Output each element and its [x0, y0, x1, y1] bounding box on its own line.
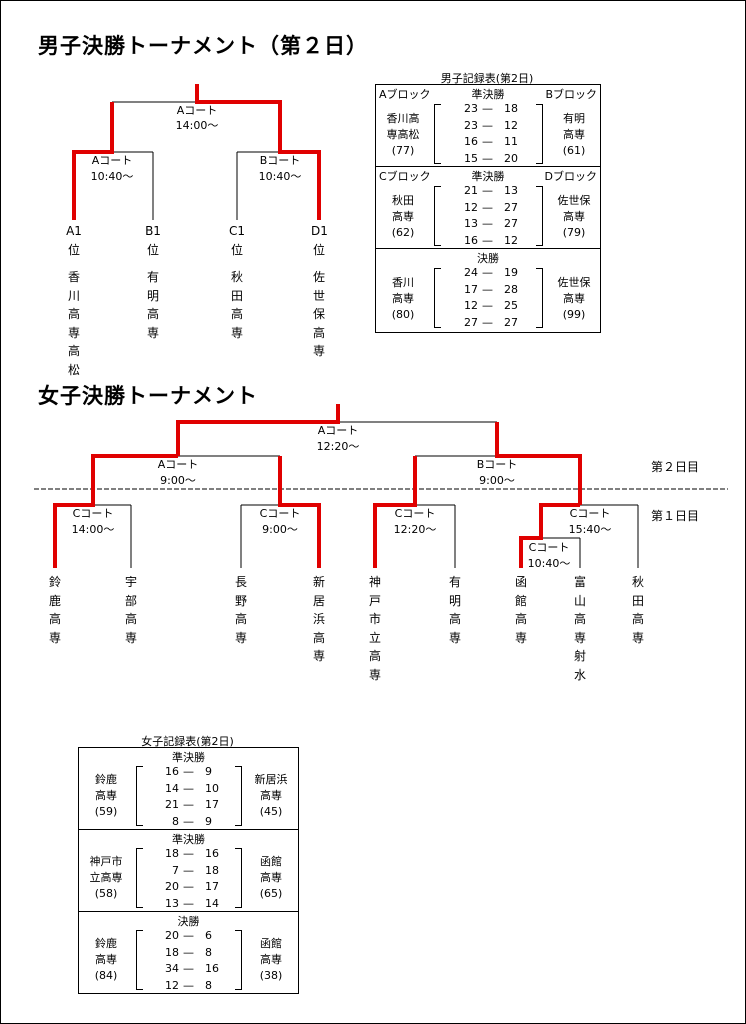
men-record-caption: 男子記録表(第2日)	[440, 72, 534, 85]
women-team: 神戸市立高専	[368, 575, 381, 682]
women-final-court: Aコート	[317, 424, 359, 437]
period-scores: 23—18 23—12 16—11 15—20	[464, 102, 518, 165]
women-record-section: 準決勝 鈴鹿高専(59) 16—9 14—10 21—17 8—9 新居浜高専(…	[79, 748, 298, 830]
block-label: Cブロック	[379, 170, 431, 183]
women-team: 富山高専射水	[573, 575, 586, 682]
women-bracket-red	[53, 404, 582, 568]
period-scores: 18—16 7—18 20—17 13—14	[165, 847, 219, 910]
women-qf2-time: 9:00〜	[262, 523, 298, 536]
women-qf1-time: 14:00〜	[71, 523, 115, 536]
men-team-c: 秋田高専	[230, 270, 243, 340]
block-label: Aブロック	[379, 88, 431, 101]
right-team: 函館高専(65)	[259, 855, 283, 900]
period-scores: 16—9 14—10 21—17 8—9	[165, 765, 219, 828]
stage-label: 準決勝	[172, 751, 205, 764]
right-team: 函館高専(38)	[259, 937, 283, 982]
women-team: 有明高専	[448, 575, 461, 645]
bracket-right	[536, 186, 543, 246]
men-semi-left-court: Aコート	[91, 154, 133, 167]
women-record-section: 決勝 鈴鹿高専(84) 20—6 18—8 34—16 12—8 函館高専(38…	[79, 912, 298, 993]
women-semi-left-time: 9:00〜	[160, 474, 196, 487]
women-qf4-court: Cコート	[569, 507, 611, 520]
bracket-left	[136, 766, 143, 826]
women-semi-right-time: 9:00〜	[479, 474, 515, 487]
period-scores: 20—6 18—8 34—16 12—8	[165, 929, 219, 992]
women-qf4-time: 15:40〜	[568, 523, 612, 536]
men-team-d: 佐世保高専	[312, 270, 325, 358]
left-team: 秋田高専(62)	[391, 194, 415, 239]
stage-label: 決勝	[177, 915, 200, 928]
women-qf3-time: 12:20〜	[393, 523, 437, 536]
men-final-time: 14:00〜	[175, 119, 219, 132]
stage-label: 決勝	[477, 252, 499, 265]
men-seed-d: D1位	[311, 224, 328, 257]
bracket-right	[235, 766, 242, 826]
women-qf3-court: Cコート	[394, 507, 436, 520]
women-record-caption: 女子記録表(第2日)	[141, 735, 234, 748]
men-record-section: Aブロック 準決勝 Bブロック 香川高専高松(77) 23—18 23—12 1…	[376, 85, 600, 167]
men-final-court: Aコート	[176, 104, 218, 117]
women-record-section: 準決勝 神戸市立高専(58) 18—16 7—18 20—17 13—14 函館…	[79, 830, 298, 912]
left-team: 香川高専高松(77)	[386, 112, 420, 157]
men-bracket-red	[72, 84, 321, 220]
bracket-right	[536, 268, 543, 328]
women-semi-left-court: Aコート	[157, 458, 199, 471]
men-seed-c: C1位	[229, 224, 246, 257]
men-seed-b: B1位	[145, 224, 161, 257]
block-label: Dブロック	[544, 170, 597, 183]
bracket-right	[235, 930, 242, 990]
bracket-left	[434, 104, 441, 164]
women-team: 宇部高専	[124, 575, 137, 645]
women-team: 新居浜高専	[312, 575, 325, 663]
block-label: Bブロック	[545, 88, 597, 101]
left-team: 鈴鹿高専(59)	[94, 773, 118, 818]
men-record-section: Cブロック 準決勝 Dブロック 秋田高専(62) 21—13 12—27 13—…	[376, 167, 600, 249]
bracket-right	[235, 848, 242, 908]
right-team: 新居浜高専(45)	[254, 773, 288, 818]
day1-label: 第１日目	[651, 509, 700, 523]
men-title: 男子決勝トーナメント（第２日）	[38, 34, 368, 58]
stage-label: 準決勝	[172, 833, 205, 846]
women-team: 長野高専	[234, 575, 247, 645]
right-team: 佐世保高専(79)	[557, 194, 591, 239]
bracket-left	[434, 268, 441, 328]
period-scores: 24—19 17—28 12—25 27—27	[464, 266, 518, 329]
men-semi-left-time: 10:40〜	[90, 170, 134, 183]
women-final-time: 12:20〜	[316, 440, 360, 453]
left-team: 鈴鹿高専(84)	[94, 937, 118, 982]
left-team: 香川高専(80)	[391, 276, 415, 321]
period-scores: 21—13 12—27 13—27 16—12	[464, 184, 518, 247]
day2-label: 第２日目	[651, 460, 700, 474]
right-team: 有明高専(61)	[562, 112, 586, 157]
women-team: 秋田高専	[631, 575, 644, 645]
stage-label: 準決勝	[471, 170, 505, 183]
women-qf2-court: Cコート	[259, 507, 301, 520]
men-record-table: Aブロック 準決勝 Bブロック 香川高専高松(77) 23—18 23—12 1…	[375, 84, 601, 333]
women-qf1-court: Cコート	[72, 507, 114, 520]
left-team: 神戸市立高専(58)	[89, 855, 123, 900]
bracket-left	[136, 930, 143, 990]
men-semi-right-court: Bコート	[259, 154, 301, 167]
women-r1-court: Cコート	[528, 541, 570, 554]
bracket-right	[536, 104, 543, 164]
men-team-b: 有明高専	[146, 270, 159, 340]
women-team: 鈴鹿高専	[48, 575, 61, 645]
women-title: 女子決勝トーナメント	[38, 384, 258, 408]
women-semi-right-court: Bコート	[476, 458, 518, 471]
bracket-left	[434, 186, 441, 246]
men-team-a: 香川高専高松	[67, 270, 80, 377]
men-record-section: 決勝 香川高専(80) 24—19 17—28 12—25 27—27 佐世保高…	[376, 249, 600, 332]
men-semi-right-time: 10:40〜	[258, 170, 302, 183]
right-team: 佐世保高専(99)	[557, 276, 591, 321]
women-r1-time: 10:40〜	[527, 557, 571, 570]
bracket-left	[136, 848, 143, 908]
women-team: 函館高専	[514, 575, 527, 645]
women-record-table: 準決勝 鈴鹿高専(59) 16—9 14—10 21—17 8—9 新居浜高専(…	[78, 747, 299, 994]
women-bracket-black	[34, 421, 728, 568]
men-seed-a: A1位	[66, 224, 82, 257]
stage-label: 準決勝	[471, 88, 505, 101]
